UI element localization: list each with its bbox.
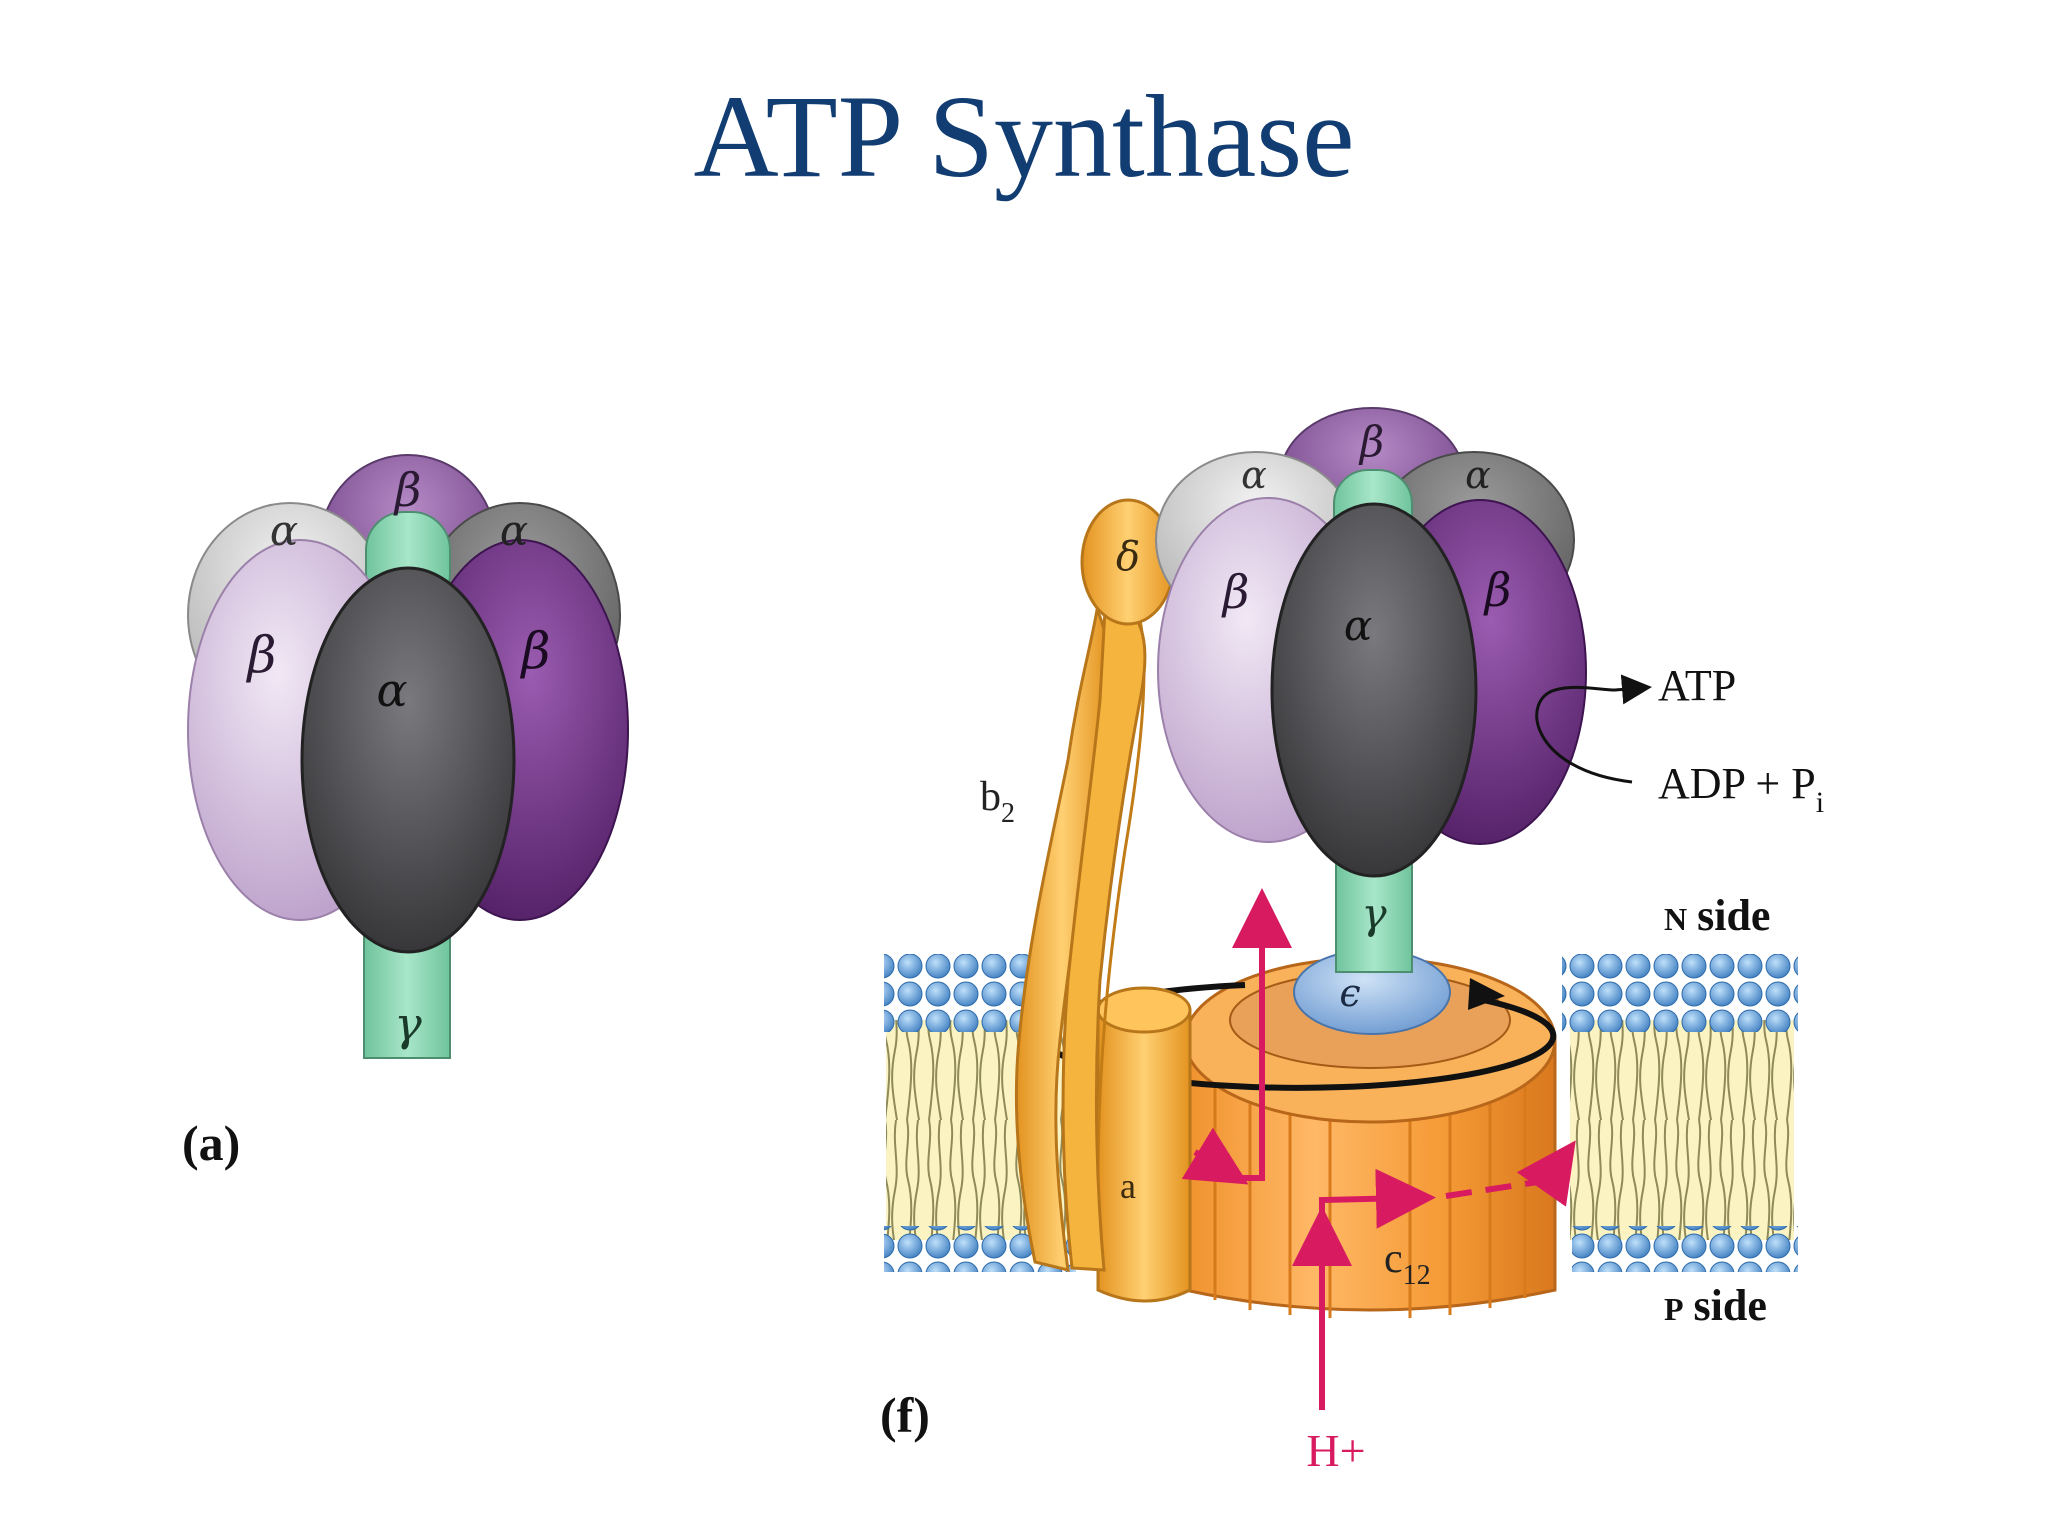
- panel-a-beta-back-label: β: [393, 463, 422, 517]
- panel-f-alpha-front-label: α: [1344, 601, 1372, 650]
- a-subunit-label: a: [1120, 1166, 1136, 1206]
- page-title: ATP Synthase: [693, 71, 1355, 202]
- panel-f-alpha-back-right-label: α: [1465, 453, 1491, 497]
- f1-head: [1155, 407, 1587, 973]
- adp-substrate-label: ADP + Pi: [1658, 759, 1824, 819]
- delta-label: δ: [1116, 534, 1140, 580]
- panel-a: β α α β β α γ (a): [182, 454, 629, 1171]
- panel-a-label: (a): [182, 1115, 240, 1171]
- rotation-arrowhead: [1468, 978, 1505, 1010]
- panel-f: β α α β β α γ δ ϵ a b2 c12 ATP ADP + Pi …: [880, 407, 1824, 1476]
- panel-f-beta-back-label: β: [1358, 417, 1384, 466]
- proton-label: H+: [1306, 1425, 1365, 1476]
- panel-f-beta-left-label: β: [1221, 565, 1250, 619]
- proton-exit-in-arrow: [1181, 1127, 1249, 1185]
- panel-f-alpha-back-left-label: α: [1241, 453, 1267, 497]
- proton-channel-arrow: [1319, 1168, 1436, 1229]
- membrane-heads-top-right: [1562, 954, 1798, 1032]
- panel-a-beta-left-label: β: [246, 626, 277, 684]
- panel-f-gamma-stalk: [1335, 859, 1413, 973]
- panel-a-gamma-label: γ: [394, 997, 422, 1051]
- reaction-arrow: [1535, 674, 1652, 784]
- b2-stator-stalk: [1015, 605, 1147, 1272]
- panel-a-alpha-front: [300, 566, 516, 954]
- panel-f-label: (f): [880, 1387, 930, 1443]
- panel-a-alpha-back-left-label: α: [270, 506, 298, 555]
- c12-label: c12: [1384, 1236, 1431, 1291]
- panel-f-alpha-front: [1270, 502, 1478, 878]
- membrane-heads-bottom-right: [1572, 1226, 1798, 1272]
- panel-a-alpha-front-label: α: [376, 663, 407, 717]
- epsilon-label: ϵ: [1339, 971, 1360, 1015]
- panel-a-beta-right-label: β: [520, 622, 551, 680]
- b2-label: b2: [980, 774, 1015, 829]
- proton-exit-arrow: [1232, 888, 1292, 1181]
- membrane-tails-right: [1570, 1020, 1794, 1240]
- panel-f-gamma-label: γ: [1361, 889, 1387, 938]
- proton-path: [1181, 888, 1562, 1410]
- panel-f-beta-right-label: β: [1483, 563, 1512, 617]
- panel-a-alpha-back-right-label: α: [500, 506, 528, 555]
- atp-product-label: ATP: [1658, 661, 1736, 710]
- proton-rotor-dashed-arrow: [1445, 1160, 1562, 1196]
- a-subunit: [1096, 986, 1192, 1303]
